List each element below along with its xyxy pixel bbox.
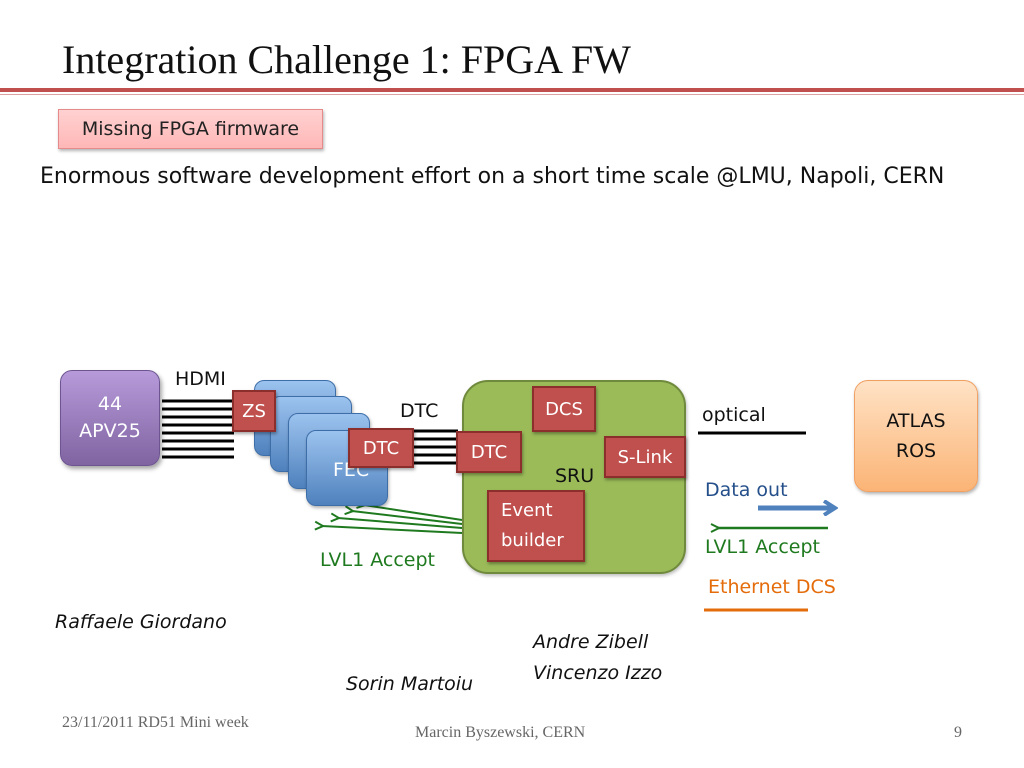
event-builder-line1: Event: [501, 500, 553, 521]
ros-label: ROS: [895, 440, 937, 462]
dtc-sru-box: DTC: [456, 431, 522, 473]
apv-label: APV25: [79, 420, 141, 442]
atlas-label: ATLAS: [886, 410, 946, 432]
footer-date: 23/11/2011 RD51 Mini week: [62, 714, 249, 731]
ethernet-dcs-label: Ethernet DCS: [708, 576, 836, 598]
atlas-ros-block: ATLAS ROS: [854, 380, 978, 492]
data-out-label: Data out: [705, 479, 788, 501]
title-divider-thin: [0, 94, 1024, 95]
lvl1-accept-left-label: LVL1 Accept: [320, 549, 435, 571]
slide-subtitle: Enormous software development effort on …: [40, 164, 945, 189]
dcs-box: DCS: [532, 386, 596, 432]
dtc-fec-box: DTC: [348, 428, 414, 468]
fec-card-4: FEC: [306, 430, 388, 506]
optical-label: optical: [702, 404, 766, 426]
slide-title: Integration Challenge 1: FPGA FW: [62, 37, 631, 82]
author-zibell: Andre Zibell: [533, 631, 649, 653]
lvl1-accept-right-label: LVL1 Accept: [705, 536, 820, 558]
dtc-link-label: DTC: [400, 400, 439, 422]
slink-box: S-Link: [604, 436, 686, 478]
author-martoiu: Sorin Martoiu: [346, 673, 474, 695]
author-giordano: Raffaele Giordano: [55, 611, 227, 633]
author-izzo: Vincenzo Izzo: [533, 662, 663, 684]
dtc-link-cables: [414, 429, 458, 465]
lvl1-fanout-arrows: [322, 505, 463, 534]
footer-presenter: Marcin Byszewski, CERN: [415, 724, 586, 741]
hdmi-label: HDMI: [175, 368, 226, 390]
hdmi-cables: [162, 399, 234, 459]
apv25-chips-block: 44 APV25: [60, 370, 160, 466]
event-builder-box: Event builder: [487, 490, 585, 562]
slide-number: 9: [954, 724, 962, 741]
missing-firmware-tag: Missing FPGA firmware: [58, 109, 323, 149]
event-builder-line2: builder: [501, 530, 564, 551]
title-divider: [0, 88, 1024, 92]
zs-box: ZS: [232, 390, 276, 432]
apv-count: 44: [97, 393, 123, 415]
sru-label: SRU: [555, 465, 595, 487]
